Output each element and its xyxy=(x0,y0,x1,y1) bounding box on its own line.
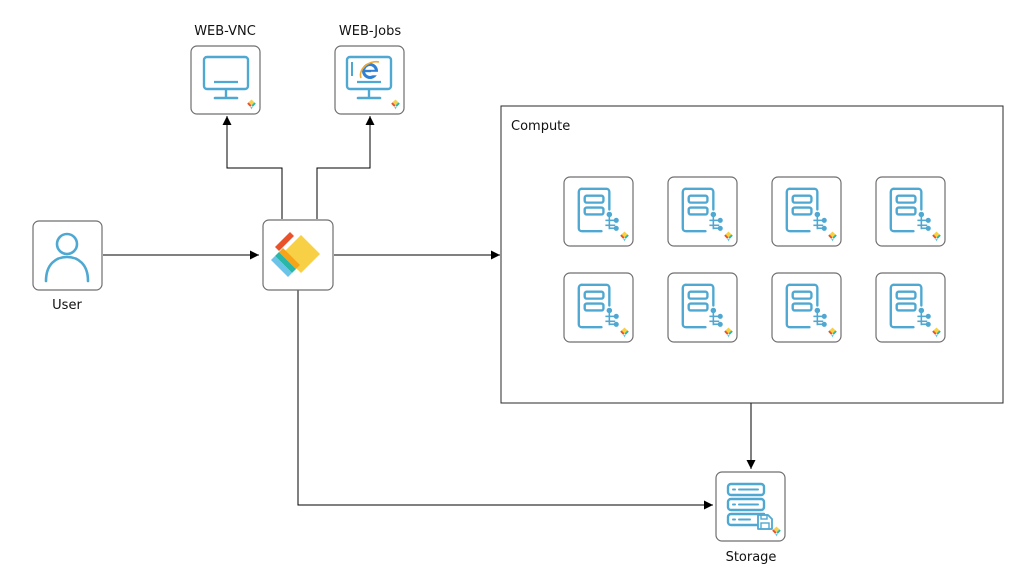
monitor-icon xyxy=(202,55,250,100)
platform-logo-icon xyxy=(271,232,320,277)
compute-server-node[interactable] xyxy=(771,176,842,247)
compute-server-node[interactable] xyxy=(771,272,842,343)
web-jobs-label: WEB-Jobs xyxy=(339,24,401,39)
user-node[interactable]: User xyxy=(32,220,103,313)
storage-node[interactable]: Storage xyxy=(715,471,786,565)
compute-label: Compute xyxy=(511,119,570,134)
ie-logo-icon xyxy=(359,60,380,79)
web-vnc-label: WEB-VNC xyxy=(194,24,256,39)
browser-monitor-icon xyxy=(345,55,393,100)
edges xyxy=(103,116,756,510)
storage-server-icon xyxy=(726,482,773,530)
compute-server-node[interactable] xyxy=(563,272,634,343)
save-disk-icon xyxy=(757,514,773,530)
edge-hub-to-web-vnc xyxy=(222,116,283,219)
compute-server-node[interactable] xyxy=(875,176,946,247)
compute-server-node[interactable] xyxy=(667,272,738,343)
user-label: User xyxy=(52,298,82,313)
web-vnc-node[interactable]: WEB-VNC xyxy=(190,24,261,115)
edge-hub-to-web-jobs xyxy=(316,116,375,219)
storage-label: Storage xyxy=(726,550,777,565)
web-jobs-node[interactable]: WEB-Jobs xyxy=(334,24,405,115)
compute-server-node[interactable] xyxy=(667,176,738,247)
compute-server-grid xyxy=(563,176,946,343)
hub-node[interactable] xyxy=(262,219,334,291)
compute-server-node[interactable] xyxy=(563,176,634,247)
compute-group[interactable]: Compute xyxy=(500,105,1004,404)
edge-hub-to-storage xyxy=(297,290,713,510)
user-icon xyxy=(44,232,90,283)
compute-server-node[interactable] xyxy=(875,272,946,343)
